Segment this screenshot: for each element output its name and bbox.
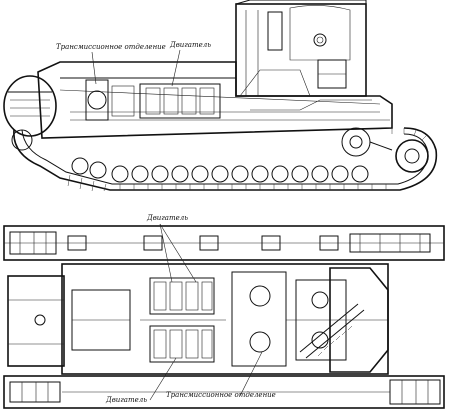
road-wheels bbox=[11, 129, 429, 183]
side-track bbox=[13, 127, 438, 192]
label-transmission-plan: Трансмиссионное отделение bbox=[166, 391, 276, 399]
turret-box bbox=[235, 0, 367, 97]
side-view: Трансмиссионное отделение Двигатель bbox=[3, 0, 438, 192]
plan-track-bottom bbox=[3, 375, 445, 409]
label-engine-side: Двигатель bbox=[169, 41, 211, 49]
side-leaders bbox=[91, 49, 181, 87]
plan-view: Двигатель Двигатель Трансмиссионное отде… bbox=[3, 214, 445, 409]
label-engine-plan-bottom: Двигатель bbox=[105, 396, 147, 404]
plan-track-top bbox=[3, 225, 445, 261]
plan-hull bbox=[7, 263, 389, 375]
plan-leaders bbox=[149, 223, 263, 401]
rear-drum bbox=[3, 75, 57, 137]
label-transmission-side: Трансмиссионное отделение bbox=[56, 43, 166, 51]
side-hull bbox=[37, 61, 393, 157]
label-engine-plan-top: Двигатель bbox=[146, 214, 188, 222]
